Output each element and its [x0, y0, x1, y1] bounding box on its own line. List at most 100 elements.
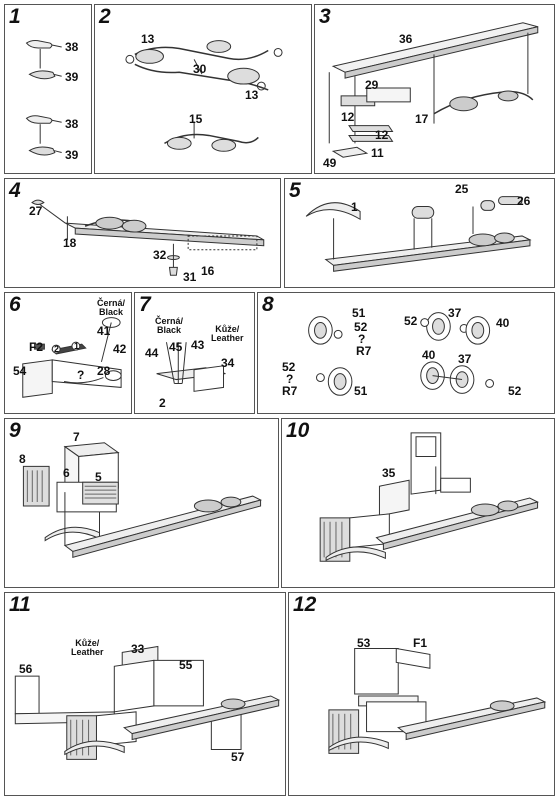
part-illustration [289, 593, 554, 795]
callout-32: 32 [153, 248, 167, 262]
callout-38-top: 38 [65, 40, 79, 54]
callout-51-top: 51 [352, 306, 366, 320]
step-number: 5 [289, 179, 301, 202]
callout-17: 17 [415, 112, 429, 126]
callout-26: 26 [517, 194, 531, 208]
callout-12-right: 12 [375, 128, 389, 142]
step-number: 8 [262, 293, 274, 316]
step-number: 2 [99, 5, 111, 28]
callout-black-color: Černá/ Black [97, 298, 126, 318]
callout-37-bottom: 37 [458, 352, 472, 366]
step-panel-7: 7 Černá/ Black Kůže/ Leather 45 43 44 34… [134, 292, 255, 414]
part-illustration [258, 293, 554, 413]
callout-black-color: Černá/ Black [155, 316, 184, 336]
callout-leather-material: Kůže/ Leather [71, 638, 104, 658]
part-illustration [5, 179, 280, 287]
callout-question: ? [77, 368, 85, 382]
callout-11: 11 [371, 146, 384, 160]
callout-39-top: 39 [65, 70, 79, 84]
callout-R7-bottom: R7 [282, 384, 298, 398]
part-illustration [5, 593, 285, 795]
step-number: 11 [9, 593, 31, 616]
callout-54: 54 [13, 364, 27, 378]
step-number: 10 [286, 419, 310, 442]
callout-5: 5 [95, 470, 102, 484]
callout-52-top: 52 [354, 320, 368, 334]
callout-7: 7 [73, 430, 80, 444]
step-panel-1: 1 38 39 38 39 [4, 4, 92, 174]
callout-question-bottom: ? [286, 372, 294, 386]
step-number: 7 [139, 293, 151, 316]
callout-53: 53 [357, 636, 371, 650]
callout-56: 56 [19, 662, 33, 676]
callout-6: 6 [63, 466, 70, 480]
step-number: 1 [9, 5, 21, 28]
callout-35: 35 [382, 466, 396, 480]
step-number: 6 [9, 293, 21, 316]
callout-8: 8 [19, 452, 26, 466]
callout-52-right: 52 [508, 384, 522, 398]
callout-question-top: ? [358, 332, 366, 346]
step-panel-11: 11 Kůže/ Leather 33 55 56 57 [4, 592, 286, 796]
callout-52-left: 52 [282, 360, 296, 374]
callout-25: 25 [455, 182, 469, 196]
callout-F1: F1 [413, 636, 428, 650]
callout-34: 34 [221, 356, 235, 370]
callout-15: 15 [189, 112, 203, 126]
callout-37-top: 37 [448, 306, 462, 320]
callout-12-left: 12 [341, 110, 355, 124]
step-panel-9: 9 7 8 6 5 [4, 418, 279, 588]
callout-29: 29 [365, 78, 379, 92]
step-panel-8: 8 51 52 ? R7 52 37 40 52 ? R7 51 40 37 5… [257, 292, 555, 414]
part-illustration [315, 5, 554, 173]
step-panel-6: 6 Černá/ Black 41 42 F2 2 1 54 ? 28 [4, 292, 132, 414]
callout-39-bottom: 39 [65, 148, 79, 162]
callout-16: 16 [201, 264, 215, 278]
step-panel-10: 10 35 [281, 418, 555, 588]
step-panel-12: 12 53 F1 [288, 592, 555, 796]
callout-R7-top: R7 [356, 344, 372, 358]
callout-31: 31 [183, 270, 197, 284]
callout-2: 2 [159, 396, 166, 410]
part-illustration [285, 179, 554, 287]
callout-55: 55 [179, 658, 193, 672]
part-illustration [5, 419, 278, 587]
callout-41: 41 [97, 324, 111, 338]
callout-circle-1: 1 [74, 341, 80, 351]
callout-38-bottom: 38 [65, 117, 79, 131]
callout-43: 43 [191, 338, 205, 352]
callout-49: 49 [323, 156, 337, 170]
part-illustration [95, 5, 311, 173]
step-panel-3: 3 36 29 12 12 17 11 49 [314, 4, 555, 174]
callout-28: 28 [97, 364, 111, 378]
step-panel-5: 5 1 25 26 [284, 178, 555, 288]
callout-40-bottom: 40 [422, 348, 436, 362]
callout-13-right: 13 [245, 88, 259, 102]
part-illustration [135, 293, 254, 413]
callout-18: 18 [63, 236, 77, 250]
callout-1: 1 [351, 200, 358, 214]
callout-F2: F2 [29, 340, 44, 354]
step-number: 9 [9, 419, 21, 442]
callout-leather-material: Kůže/ Leather [211, 324, 244, 344]
callout-27: 27 [29, 204, 43, 218]
part-illustration [5, 5, 91, 173]
step-number: 3 [319, 5, 331, 28]
callout-42: 42 [113, 342, 127, 356]
callout-13-top: 13 [141, 32, 155, 46]
callout-36: 36 [399, 32, 413, 46]
callout-51-bottom: 51 [354, 384, 368, 398]
callout-52-mid: 52 [404, 314, 418, 328]
callout-40-top: 40 [496, 316, 510, 330]
part-illustration [282, 419, 554, 587]
step-panel-4: 4 27 18 32 16 31 [4, 178, 281, 288]
step-number: 4 [9, 179, 21, 202]
callout-circle-2: 2 [54, 344, 60, 354]
part-illustration [5, 293, 131, 413]
callout-44: 44 [145, 346, 159, 360]
callout-33: 33 [131, 642, 145, 656]
step-panel-2: 2 13 30 13 15 [94, 4, 312, 174]
callout-45: 45 [169, 340, 183, 354]
step-number: 12 [293, 593, 317, 616]
callout-57: 57 [231, 750, 245, 764]
